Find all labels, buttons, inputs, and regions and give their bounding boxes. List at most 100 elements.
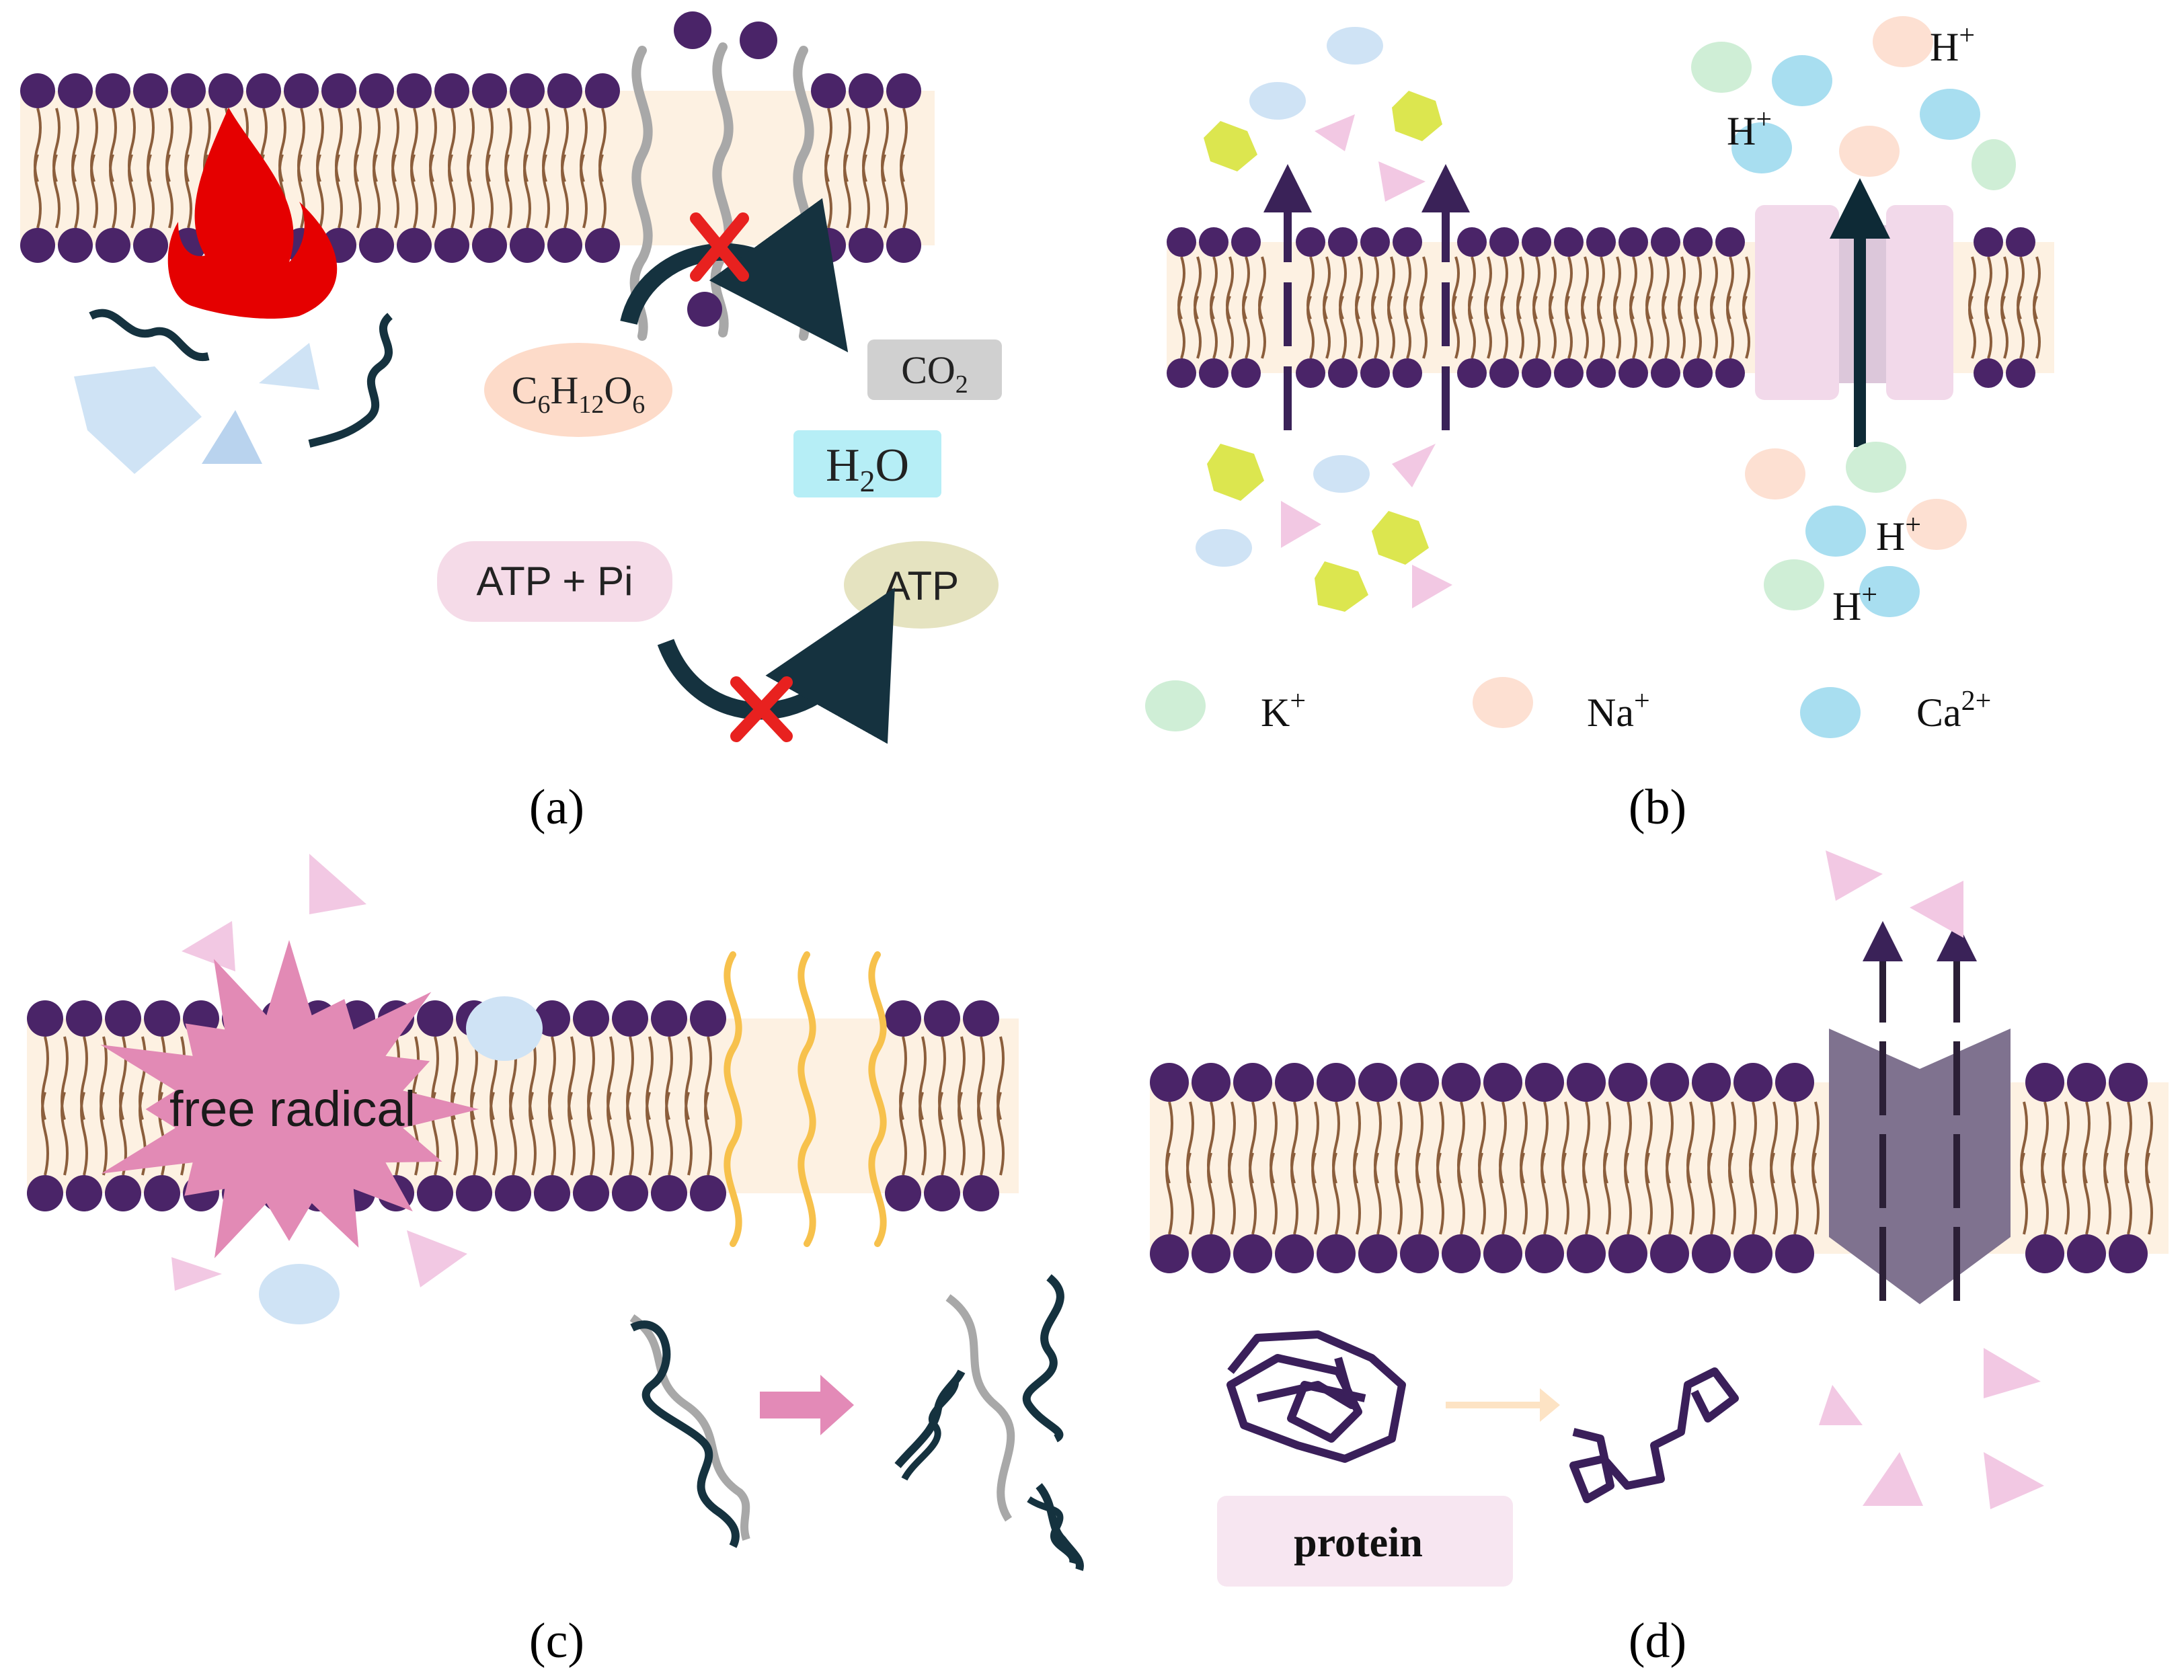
legend-k-label: K+	[1261, 686, 1306, 735]
lipid-head	[1554, 358, 1584, 388]
proton-label: H+	[1930, 20, 1975, 69]
lipid-head	[1199, 358, 1228, 388]
lipid-head	[2067, 1234, 2106, 1273]
lipid-head	[397, 228, 432, 263]
co2-box	[867, 339, 1002, 400]
lipid-head	[885, 1175, 921, 1211]
lipid-head	[573, 1000, 609, 1037]
legend-ca-swatch	[1800, 687, 1861, 738]
lipid-head	[1608, 1063, 1647, 1102]
lipid-head	[1275, 1234, 1314, 1273]
lipid-head	[1650, 1063, 1689, 1102]
lipid-head	[144, 1000, 180, 1037]
atp-pi-label: ATP + Pi	[477, 559, 633, 604]
lipid-head	[2025, 1234, 2064, 1273]
debris	[309, 854, 366, 914]
lipid-head	[1328, 358, 1358, 388]
lipid-head	[133, 73, 168, 108]
membrane-fragment	[202, 410, 262, 464]
lipid-head	[95, 73, 130, 108]
lipid-head	[472, 73, 507, 108]
debris	[466, 996, 543, 1061]
lipid-head	[105, 1175, 141, 1211]
lipid-head	[547, 228, 582, 263]
blocked-transport-arrow	[620, 198, 849, 353]
broken-chain	[308, 313, 393, 448]
lipid-head	[924, 1000, 960, 1037]
lipid-head	[1457, 227, 1487, 257]
lipid-head	[651, 1000, 687, 1037]
lipid-head	[1400, 1234, 1439, 1273]
lipid-head	[144, 1175, 180, 1211]
lipid-head	[58, 73, 93, 108]
lipid-head	[534, 1175, 570, 1211]
protein-label: protein	[1294, 1520, 1423, 1566]
lipid-head	[963, 1000, 999, 1037]
lipid-head	[585, 228, 620, 263]
legend-na-swatch	[1473, 677, 1533, 728]
lipid-head	[1167, 358, 1196, 388]
lipid-head	[1442, 1234, 1481, 1273]
escaped-molecule	[740, 22, 777, 59]
dna-strand	[1023, 1274, 1064, 1443]
unfolded-protein	[1569, 1367, 1739, 1503]
lipid-head	[1483, 1063, 1522, 1102]
lipid-head	[1489, 358, 1519, 388]
debris	[182, 921, 235, 971]
panel-b: H+ H+ H+ H+ K+ Na+ Ca2+ (b)	[1145, 16, 2016, 835]
panel-a: C6H12O6 CO2 H2O ATP + Pi ATP (a)	[74, 11, 1002, 835]
legend-na-label: Na+	[1587, 686, 1650, 735]
lipid-head	[1974, 358, 2003, 388]
ion-legend: K+ Na+ Ca2+	[1145, 677, 1991, 738]
lipid-head	[1650, 1234, 1689, 1273]
lipid-head	[1733, 1063, 1772, 1102]
lipid-head	[885, 1000, 921, 1037]
lipid-head	[1400, 1063, 1439, 1102]
lipid-head	[1483, 1234, 1522, 1273]
lipid-head	[208, 73, 243, 108]
lipid-head	[359, 228, 394, 263]
lipid-head	[1525, 1063, 1564, 1102]
lipid-head	[58, 228, 93, 263]
lipid-head	[2025, 1063, 2064, 1102]
lipid-head	[612, 1000, 648, 1037]
lipid-head	[849, 73, 884, 108]
lipid-head	[27, 1175, 63, 1211]
lipid-head	[2006, 227, 2035, 257]
h2o-box	[793, 430, 941, 497]
lipid-head	[1233, 1234, 1272, 1273]
lipid-head	[2067, 1063, 2106, 1102]
lipid-head	[66, 1175, 102, 1211]
lipid-tails	[1165, 1101, 2153, 1235]
lipid-head	[1775, 1063, 1814, 1102]
lipid-head	[417, 1000, 453, 1037]
lipid-head	[1442, 1063, 1481, 1102]
debris	[1819, 1385, 1863, 1425]
lipid-head	[1683, 227, 1713, 257]
lipid-head	[1231, 227, 1261, 257]
lipid-head	[651, 1175, 687, 1211]
lipid-head	[1393, 227, 1422, 257]
atp-pi-box	[437, 541, 672, 622]
lipid-head	[1525, 1234, 1564, 1273]
debris	[1910, 881, 1963, 938]
atp-label: ATP	[884, 563, 959, 608]
lipid-head	[1150, 1234, 1189, 1273]
lipid-head	[1567, 1063, 1606, 1102]
lipid-head	[472, 228, 507, 263]
lipid-head	[1775, 1234, 1814, 1273]
h2o-label: H2O	[826, 440, 909, 498]
lipid-head	[1358, 1234, 1397, 1273]
lipid-head	[1360, 358, 1390, 388]
lipid-head	[1275, 1063, 1314, 1102]
debris	[259, 1264, 340, 1324]
lipid-head	[1199, 227, 1228, 257]
debris	[407, 1230, 467, 1287]
free-radical-burst	[100, 940, 479, 1258]
lipid-head	[133, 228, 168, 263]
dna-fragment-icon	[1027, 1483, 1084, 1571]
dna-strand	[945, 1294, 1015, 1522]
fire-icon	[167, 108, 338, 319]
lipid-head	[2006, 358, 2035, 388]
debris	[1826, 850, 1883, 901]
